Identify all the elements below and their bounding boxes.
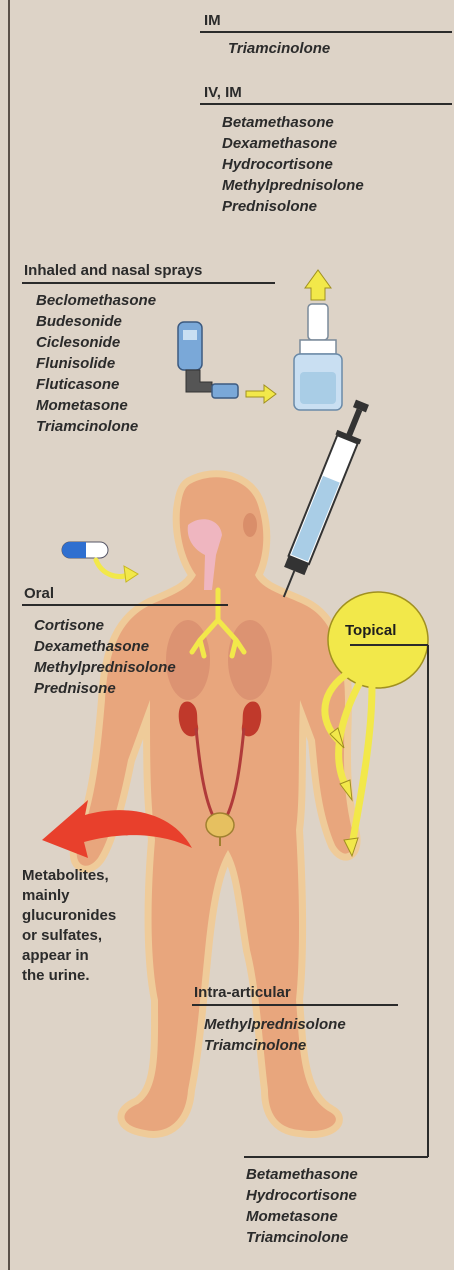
- inhaled-heading: Inhaled and nasal sprays: [24, 262, 202, 279]
- excretion-line: mainly: [22, 886, 116, 906]
- iv-im-drug-list: Betamethasone Dexamethasone Hydrocortiso…: [222, 112, 364, 217]
- oral-heading: Oral: [24, 585, 54, 602]
- drug-name: Prednisone: [34, 678, 176, 699]
- drug-name: Dexamethasone: [222, 133, 364, 154]
- drug-name: Hydrocortisone: [222, 154, 364, 175]
- excretion-line: appear in: [22, 946, 116, 966]
- drug-name: Hydrocortisone: [246, 1185, 358, 1206]
- excretion-line: or sulfates,: [22, 926, 116, 946]
- im-heading: IM: [204, 12, 221, 29]
- excretion-line: the urine.: [22, 966, 116, 986]
- drug-name: Prednisolone: [222, 196, 364, 217]
- topical-heading: Topical: [345, 622, 396, 639]
- drug-name: Fluticasone: [36, 374, 156, 395]
- excretion-note: Metabolites, mainly glucuronides or sulf…: [22, 866, 116, 986]
- oral-arrow: [96, 560, 138, 582]
- inhaler-arrow: [246, 385, 276, 403]
- syringe-icon: [272, 397, 375, 601]
- drug-name: Beclomethasone: [36, 290, 156, 311]
- drug-name: Triamcinolone: [204, 1035, 346, 1056]
- iv-im-heading: IV, IM: [204, 84, 242, 101]
- topical-drug-list: Betamethasone Hydrocortisone Mometasone …: [246, 1164, 358, 1248]
- drug-name: Cortisone: [34, 615, 176, 636]
- im-drug-list: Triamcinolone: [228, 38, 330, 59]
- intra-articular-drug-list: Methylprednisolone Triamcinolone: [204, 1014, 346, 1056]
- drug-name: Betamethasone: [246, 1164, 358, 1185]
- capsule-icon: [62, 542, 108, 558]
- drug-name: Ciclesonide: [36, 332, 156, 353]
- drug-name: Methylprednisolone: [34, 657, 176, 678]
- drug-name: Methylprednisolone: [222, 175, 364, 196]
- drug-name: Triamcinolone: [36, 416, 156, 437]
- drug-name: Methylprednisolone: [204, 1014, 346, 1035]
- excretion-line: Metabolites,: [22, 866, 116, 886]
- drug-name: Mometasone: [246, 1206, 358, 1227]
- drug-name: Flunisolide: [36, 353, 156, 374]
- inhaler-icon: [178, 322, 238, 398]
- drug-name: Triamcinolone: [246, 1227, 358, 1248]
- drug-name: Triamcinolone: [228, 38, 330, 59]
- inhaled-drug-list: Beclomethasone Budesonide Ciclesonide Fl…: [36, 290, 156, 437]
- nasal-spray-icon: [294, 270, 342, 410]
- oral-drug-list: Cortisone Dexamethasone Methylprednisolo…: [34, 615, 176, 699]
- drug-name: Budesonide: [36, 311, 156, 332]
- drug-name: Mometasone: [36, 395, 156, 416]
- drug-name: Betamethasone: [222, 112, 364, 133]
- drug-name: Dexamethasone: [34, 636, 176, 657]
- excretion-line: glucuronides: [22, 906, 116, 926]
- intra-articular-heading: Intra-articular: [194, 984, 291, 1001]
